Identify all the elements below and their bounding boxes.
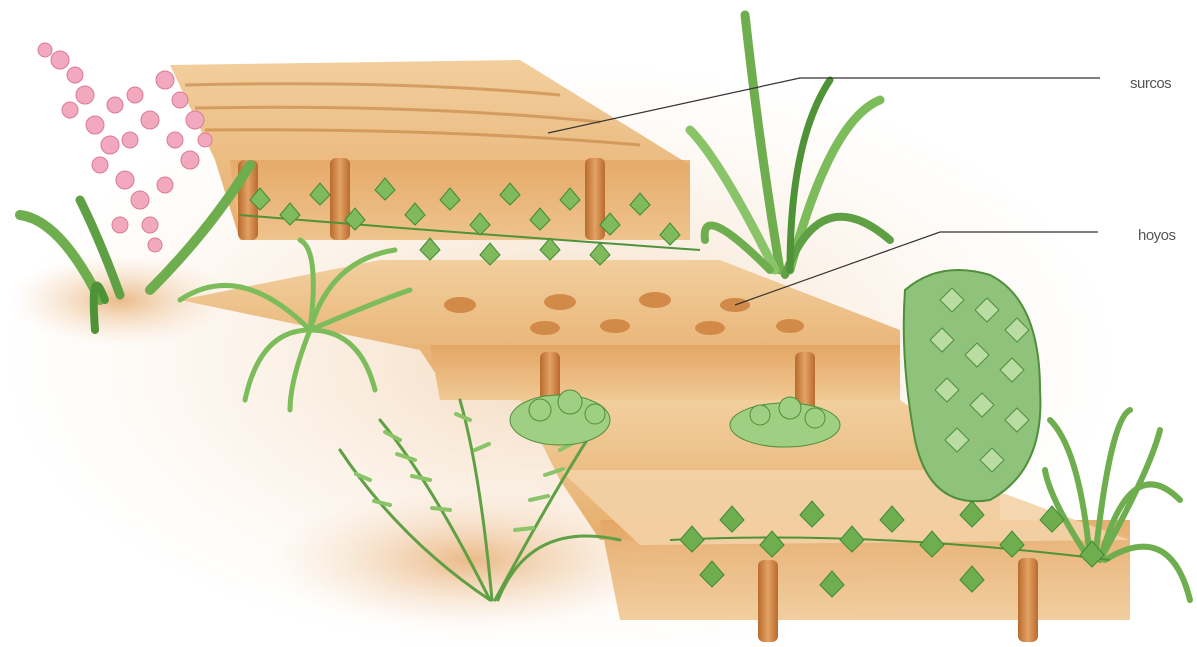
- succulent-shrub: [904, 270, 1041, 501]
- label-holes: hoyos: [1138, 227, 1176, 244]
- label-furrows: surcos: [1130, 75, 1171, 92]
